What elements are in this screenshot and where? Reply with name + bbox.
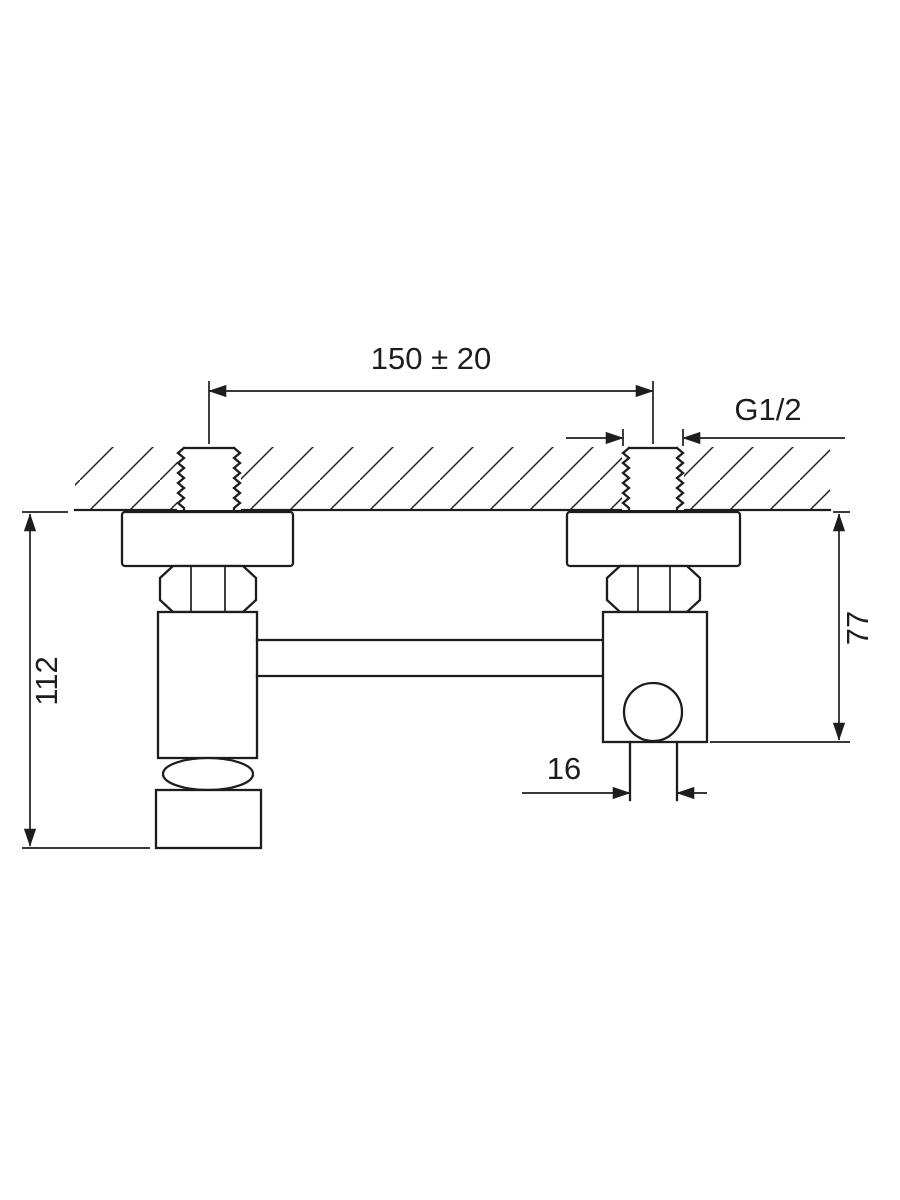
right-valve-assembly [565,510,742,802]
right-escutcheon [565,510,742,568]
dim-center-distance: 150 ± 20 [208,341,654,444]
hose-outlet-circle [622,681,684,743]
left-escutcheon [120,510,295,568]
thread-size-label: G1/2 [734,392,801,427]
dim-outlet-width: 16 [522,751,707,800]
left-pipe-thread-right [232,446,242,512]
dim-body-height: 77 [710,511,875,743]
left-supply-pipe [176,446,242,512]
right-pipe-thread-left [621,446,631,512]
dim-thread-size: G1/2 [566,392,845,446]
right-pipe-mask [622,447,684,510]
right-pipe-thread-right [675,446,685,512]
left-bottom-cap [154,788,263,850]
left-pipe-mask [177,447,241,510]
body-height-label: 77 [840,611,875,645]
left-collar-ring [161,756,255,792]
left-valve-body [156,610,259,760]
left-valve-assembly [120,510,295,850]
connecting-tube [255,638,605,678]
outlet-width-label: 16 [547,751,581,786]
right-hex-nut [605,564,702,614]
dim-overall-height: 112 [22,511,150,849]
right-supply-pipe [621,446,685,512]
left-hex-nut [158,564,258,614]
overall-height-label: 112 [29,656,64,705]
left-pipe-thread-left [176,446,186,512]
center-distance-label: 150 ± 20 [371,341,491,376]
